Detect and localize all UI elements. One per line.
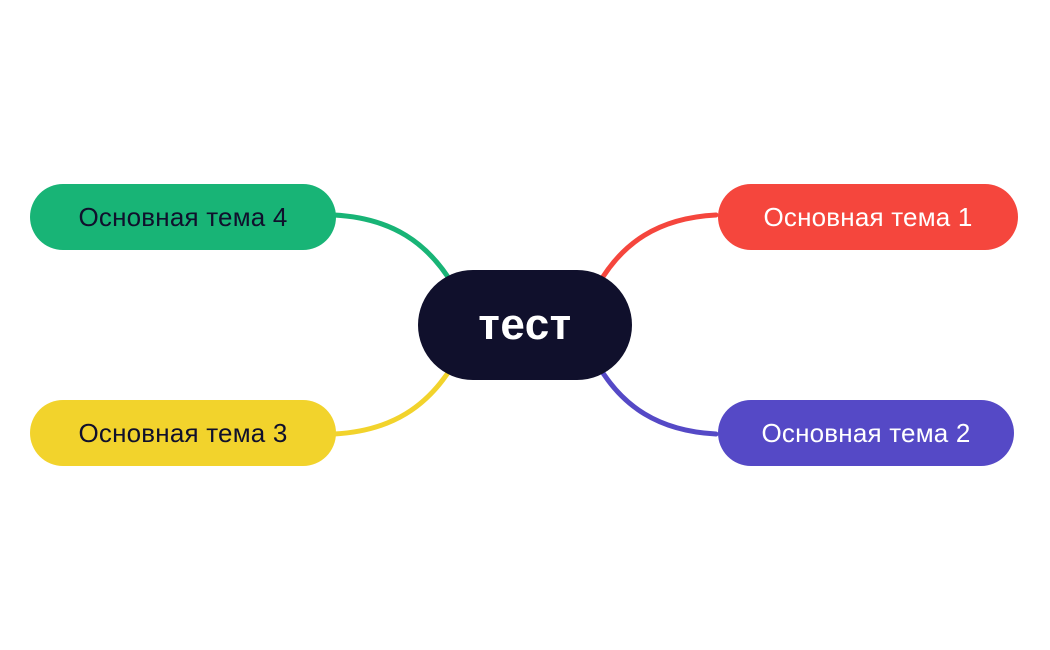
- connector-branch-3: [331, 362, 456, 437]
- branch-node-3-label: Основная тема 3: [78, 417, 288, 448]
- branch-node-4[interactable]: Основная тема 4: [30, 184, 336, 250]
- connector-branch-4: [331, 212, 456, 288]
- branch-node-2-label: Основная тема 2: [761, 417, 971, 448]
- branch-node-3[interactable]: Основная тема 3: [30, 400, 336, 466]
- branch-node-1[interactable]: Основная тема 1: [718, 184, 1018, 250]
- branch-node-4-label: Основная тема 4: [78, 201, 288, 232]
- central-node[interactable]: тест: [418, 270, 632, 380]
- connector-branch-1: [595, 212, 719, 288]
- branch-node-1-label: Основная тема 1: [763, 201, 973, 232]
- connector-branch-2: [595, 362, 719, 437]
- branch-node-2[interactable]: Основная тема 2: [718, 400, 1014, 466]
- central-node-label: тест: [478, 300, 572, 349]
